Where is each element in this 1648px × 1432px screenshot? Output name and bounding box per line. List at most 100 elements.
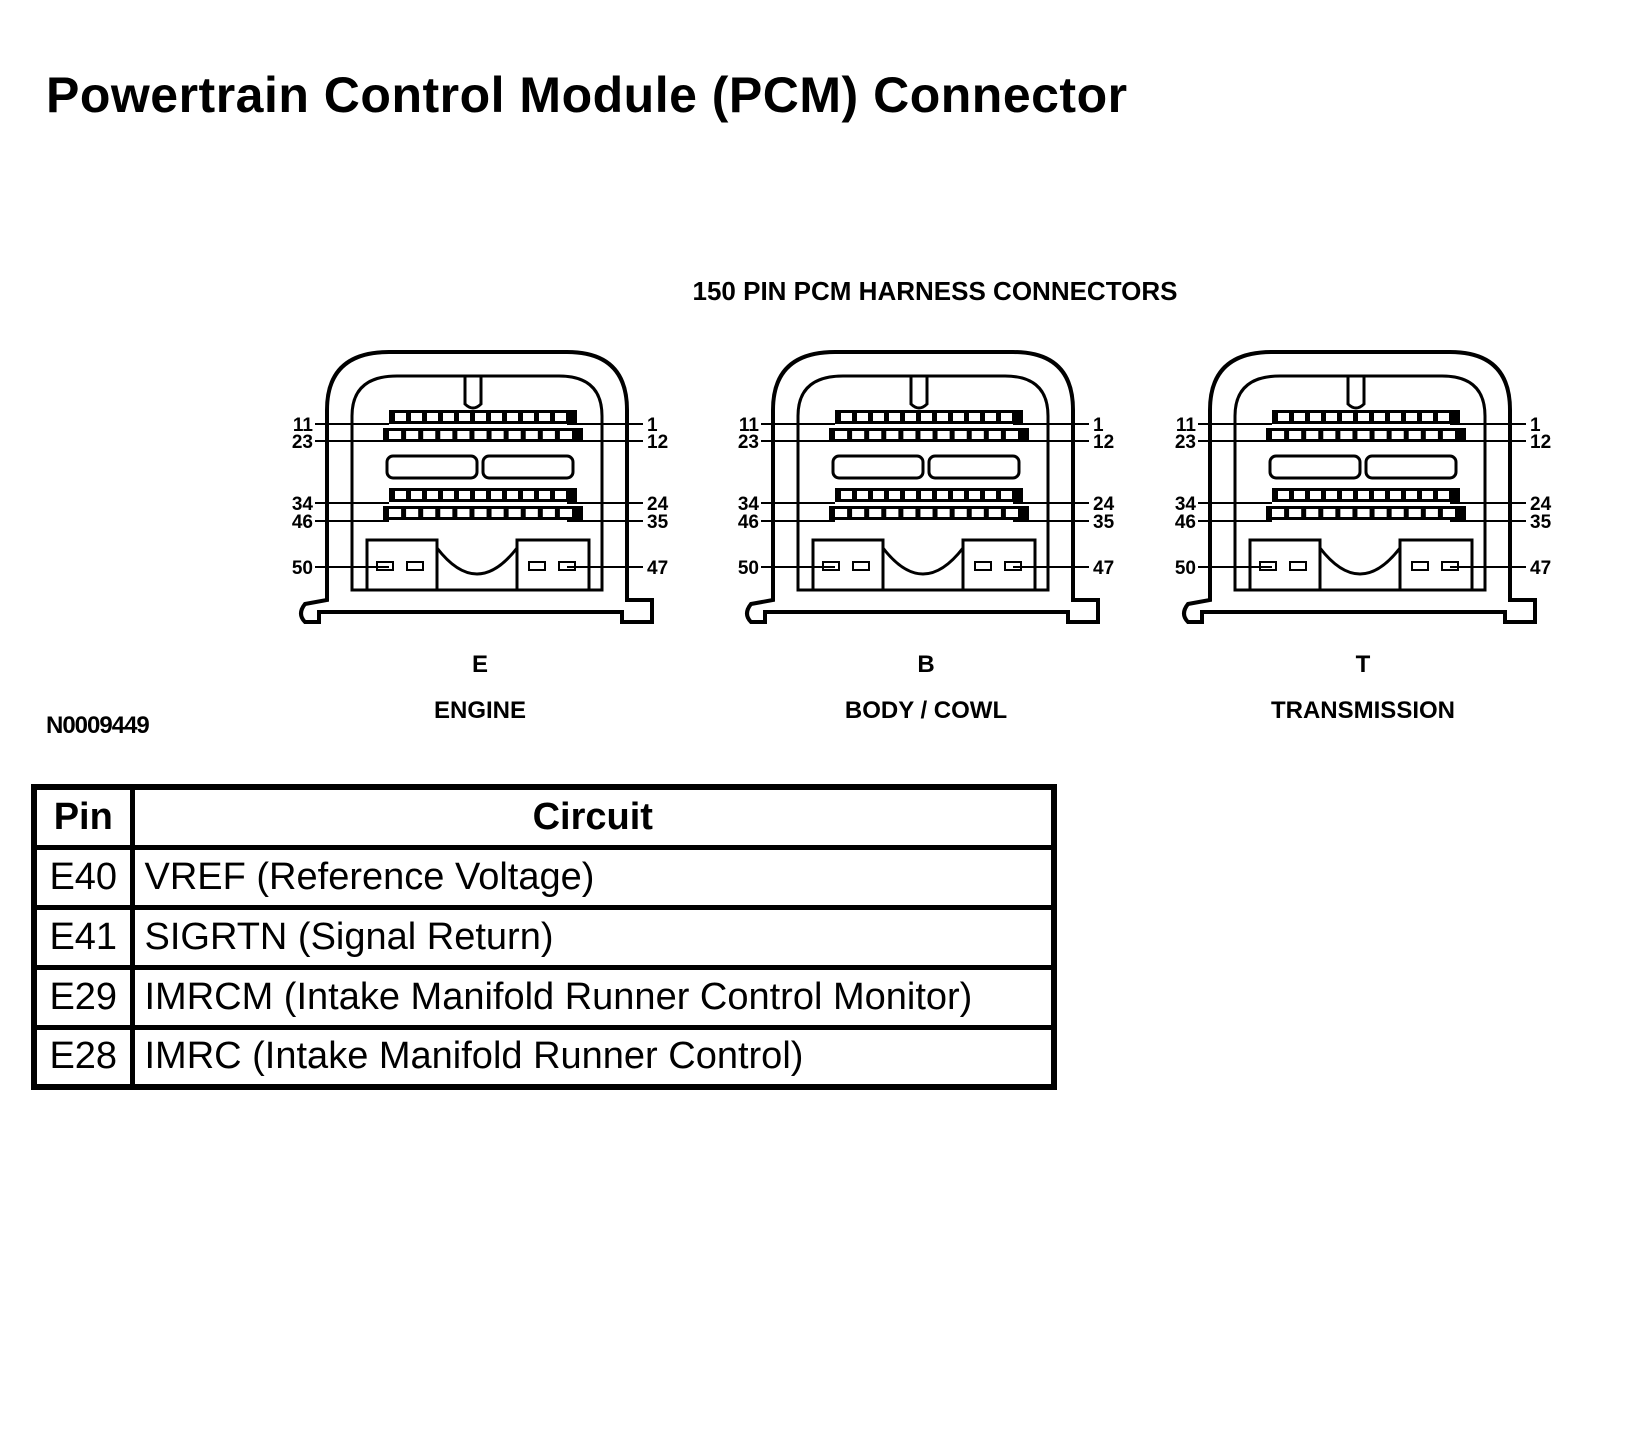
pin-cavity — [1340, 509, 1353, 517]
pin-cavity — [985, 491, 996, 499]
pin-cavity — [937, 491, 948, 499]
connector-letter: E — [472, 651, 488, 678]
pin-cavity — [841, 491, 852, 499]
pin-cavity — [1442, 431, 1455, 439]
pin-cavity — [1357, 509, 1370, 517]
pin-number-label: 11 — [739, 415, 760, 436]
connector-slot — [831, 454, 925, 480]
pin-cavity — [1005, 431, 1018, 439]
pin-cavity — [954, 509, 967, 517]
pin-cavity — [1326, 491, 1337, 499]
pin-cavity — [508, 431, 521, 439]
pin-cavity — [857, 413, 868, 421]
pin-cavity — [411, 491, 422, 499]
pin-cavity — [525, 431, 538, 439]
pin-cavity — [1306, 431, 1319, 439]
pin-cell: E41 — [31, 904, 135, 970]
pin-cavity — [406, 509, 419, 517]
pin-cavity — [1272, 431, 1285, 439]
pin-cavity — [443, 491, 454, 499]
pin-cavity — [1425, 431, 1438, 439]
pin-cavity — [507, 491, 518, 499]
pin-cavity — [937, 509, 950, 517]
pin-cavity — [440, 509, 453, 517]
pin-number-label: 50 — [1175, 558, 1196, 579]
pin-number-label: 46 — [292, 512, 313, 533]
pin-cavity — [395, 491, 406, 499]
pin-cavity — [903, 509, 916, 517]
pin-cavity — [1294, 413, 1305, 421]
pin-cavity — [1342, 491, 1353, 499]
page-title: Powertrain Control Module (PCM) Connecto… — [46, 67, 1128, 123]
connector-inner-outline — [350, 374, 604, 592]
pin-number-label: 23 — [738, 432, 759, 453]
pin-cavity — [395, 413, 406, 421]
pin-cavity — [457, 509, 470, 517]
pin-cavity — [1358, 413, 1369, 421]
pin-number-label: 35 — [1093, 512, 1115, 533]
pin-cavity — [1442, 509, 1455, 517]
pin-cavity — [423, 431, 436, 439]
pin-cavity — [443, 413, 454, 421]
pin-cavity — [1406, 491, 1417, 499]
pin-cavity — [555, 491, 566, 499]
power-pin — [528, 561, 546, 571]
pin-cavity — [1422, 491, 1433, 499]
pin-cavity — [1422, 413, 1433, 421]
connector-housing — [299, 350, 654, 624]
pin-number-label: 34 — [1175, 494, 1197, 515]
table-row: E29 IMRCM (Intake Manifold Runner Contro… — [31, 964, 1057, 1030]
pin-cavity — [1438, 413, 1449, 421]
pin-cavity — [1326, 413, 1337, 421]
power-pin — [974, 561, 992, 571]
circuit-column-header: Circuit — [129, 784, 1057, 850]
pin-column-header: Pin — [31, 784, 135, 850]
pin-cavity — [1294, 491, 1305, 499]
pin-cavity — [1374, 413, 1385, 421]
pin-number-label: 24 — [647, 494, 669, 515]
pin-cavity — [1390, 491, 1401, 499]
pin-cavity — [954, 431, 967, 439]
pin-cell: E40 — [31, 844, 135, 910]
pin-cavity — [1358, 491, 1369, 499]
pin-cavity — [427, 413, 438, 421]
pin-cavity — [1001, 413, 1012, 421]
table-row: E28 IMRC (Intake Manifold Runner Control… — [31, 1024, 1057, 1090]
pin-cavity — [1390, 413, 1401, 421]
pin-cavity — [542, 509, 555, 517]
pin-cavity — [889, 413, 900, 421]
pin-cavity — [903, 431, 916, 439]
connector-slot — [481, 454, 575, 480]
pin-number-label: 35 — [647, 512, 669, 533]
pin-number-label: 47 — [1093, 558, 1114, 579]
pin-cavity — [491, 509, 504, 517]
pin-cavity — [389, 509, 402, 517]
pin-cavity — [953, 491, 964, 499]
pin-number-label: 50 — [292, 558, 313, 579]
pin-cavity — [869, 509, 882, 517]
pin-number-label: 47 — [1530, 558, 1551, 579]
pin-number-label: 1 — [1093, 415, 1104, 436]
pin-cavity — [523, 413, 534, 421]
pin-number-label: 12 — [647, 432, 668, 453]
pin-cavity — [969, 491, 980, 499]
pin-number-label: 1 — [647, 415, 658, 436]
pin-cavity — [1289, 431, 1302, 439]
pin-cavity — [1340, 431, 1353, 439]
pin-cavity — [459, 413, 470, 421]
pin-cavity — [539, 413, 550, 421]
pin-number-label: 12 — [1093, 432, 1114, 453]
connector-inner-outline — [796, 374, 1050, 592]
pin-cavity — [1357, 431, 1370, 439]
pin-cavity — [1289, 509, 1302, 517]
pin-cavity — [921, 413, 932, 421]
figure-id: N0009449 — [46, 712, 150, 739]
pin-cavity — [507, 413, 518, 421]
pin-cavity — [905, 491, 916, 499]
pin-cavity — [852, 431, 865, 439]
pin-cavity — [508, 509, 521, 517]
pin-cavity — [1408, 431, 1421, 439]
